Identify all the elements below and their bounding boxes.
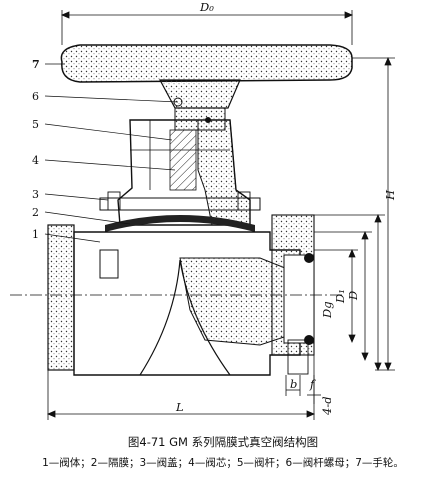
handwheel — [60, 44, 353, 109]
part-label-2: 2 — [32, 206, 39, 219]
figure-caption-legend: 1—阀体；2—隔膜；3—阀盖；4—阀芯；5—阀杆；6—阀杆螺母；7—手轮。 — [42, 457, 404, 469]
part-label-5: 5 — [32, 118, 39, 131]
part-label-1: 1 — [32, 228, 39, 241]
part-callouts — [44, 63, 179, 243]
dim-label-h: H — [383, 189, 397, 201]
dim-label-dg: Dg — [320, 301, 334, 319]
top-dimension — [60, 10, 354, 45]
bonnet — [99, 97, 261, 226]
valve-body — [47, 214, 315, 376]
right-dimensions — [314, 56, 395, 372]
part-label-6: 6 — [32, 90, 39, 103]
bottom-dimensions — [46, 355, 321, 420]
part-label-3: 3 — [32, 188, 39, 201]
valve-structure-diagram: D₀ — [10, 0, 397, 420]
dim-label-d0: D₀ — [199, 0, 214, 14]
dim-label-d1: D₁ — [333, 289, 347, 304]
part-label-4: 4 — [32, 154, 39, 167]
diaphragm — [105, 215, 255, 232]
part-label-7: 7 — [32, 58, 40, 71]
dim-label-d: D — [346, 291, 360, 301]
dim-label-holes: 4-d — [320, 396, 334, 416]
dim-label-b: b — [290, 377, 297, 391]
dim-label-f: f — [309, 377, 316, 391]
dim-label-l: L — [175, 400, 184, 414]
figure-caption-title: 图4-71 GM 系列隔膜式真空阀结构图 — [127, 435, 319, 449]
